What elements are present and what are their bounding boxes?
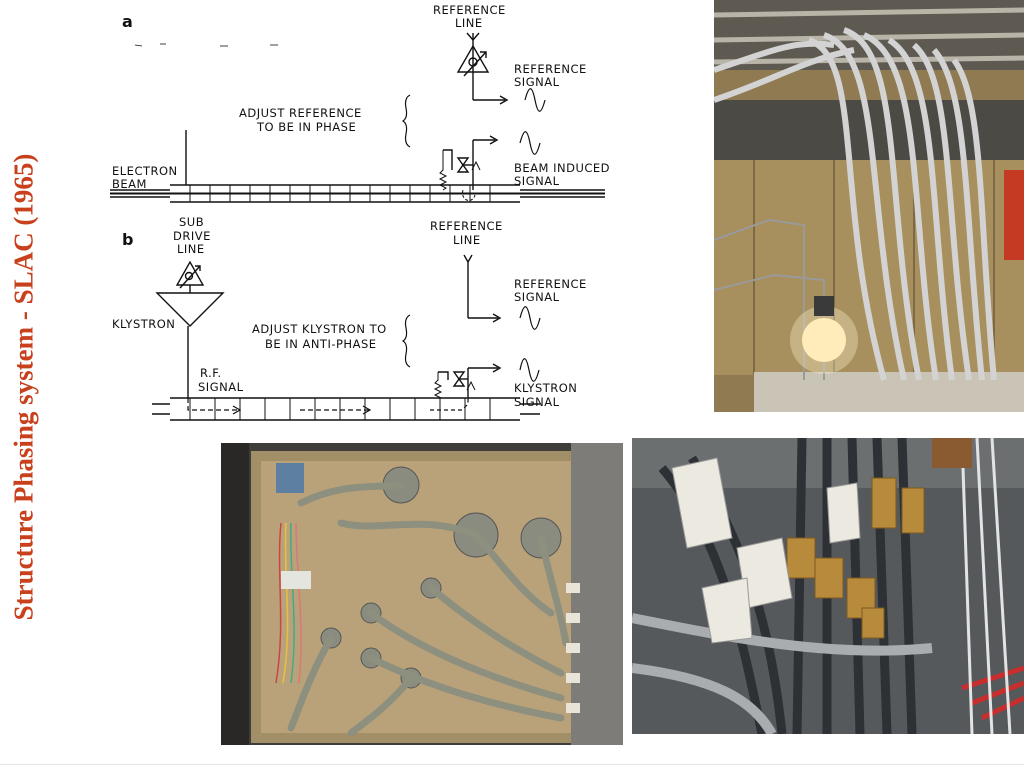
b-rf-signal-1: R.F. [200, 366, 222, 380]
a-electron-beam-1: ELECTRON [112, 164, 178, 178]
slide-title: Structure Phasing system - SLAC (1965) [8, 153, 39, 621]
cable-connectors-illustration [632, 438, 1024, 734]
slide-title-region: Structure Phasing system - SLAC (1965) [0, 90, 48, 685]
a-adjust-note-1: ADJUST REFERENCE [239, 106, 362, 120]
a-electron-beam-2: BEAM [112, 177, 147, 191]
b-klystron: KLYSTRON [112, 317, 175, 331]
phasing-diagram-svg: a REFERENCE LINE REFERENCE SIGNAL ADJUST… [110, 3, 610, 421]
b-reference-line-2: LINE [453, 233, 481, 247]
b-rf-signal-2: SIGNAL [198, 380, 244, 394]
b-klystron-signal-2: SIGNAL [514, 395, 560, 409]
footer-divider [0, 764, 1024, 765]
phasing-diagram: a REFERENCE LINE REFERENCE SIGNAL ADJUST… [100, 0, 620, 435]
overhead-cables-photo [714, 0, 1024, 412]
cable-connectors-photo [632, 438, 1024, 734]
klystron-icon [155, 292, 225, 327]
b-reference-signal-1: REFERENCE [514, 277, 587, 291]
phasing-chassis-illustration [221, 443, 623, 745]
b-reference-signal-2: SIGNAL [514, 290, 560, 304]
overhead-cables-illustration [714, 0, 1024, 412]
a-reference-signal-2: SIGNAL [514, 75, 560, 89]
phasing-chassis-photo [221, 443, 623, 745]
b-reference-line-1: REFERENCE [430, 219, 503, 233]
a-reference-signal-1: REFERENCE [514, 62, 587, 76]
a-beam-induced-1: BEAM INDUCED [514, 161, 610, 175]
a-reference-line-1: REFERENCE [433, 3, 506, 17]
b-klystron-signal-1: KLYSTRON [514, 381, 577, 395]
b-sub-drive-2: DRIVE [173, 229, 211, 243]
b-adjust-note-1: ADJUST KLYSTRON TO [252, 322, 387, 336]
a-adjust-note-2: TO BE IN PHASE [256, 120, 356, 134]
panel-b-letter: b [122, 230, 134, 249]
panel-a-letter: a [122, 12, 133, 31]
b-adjust-note-2: BE IN ANTI-PHASE [265, 337, 377, 351]
a-reference-line-2: LINE [455, 16, 483, 30]
a-beam-induced-2: SIGNAL [514, 174, 560, 188]
b-sub-drive-3: LINE [177, 242, 205, 256]
b-sub-drive-1: SUB [179, 215, 204, 229]
